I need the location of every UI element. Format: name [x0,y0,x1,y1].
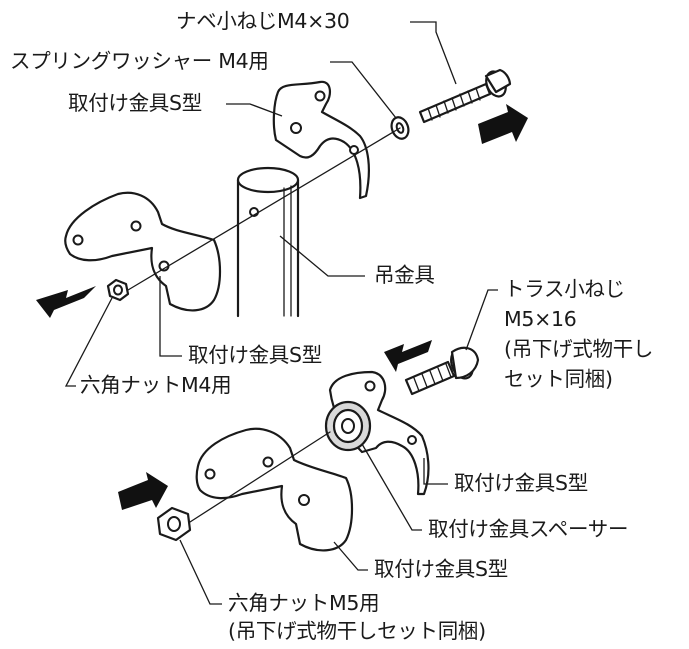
arrow-right-bottom [118,472,168,510]
arrow-left-top [36,286,96,318]
label-pan-screw-m4: ナベ小ねじM4×30 [176,9,350,33]
label-bracket-s-top-lower: 取付け金具S型 [188,343,322,367]
label-hex-nut-m5-2: (吊下げ式物干しセット同梱) [228,619,486,643]
pan-head-screw-m4 [418,68,512,124]
label-truss-screw-4: セット同梱) [504,367,613,391]
label-hex-nut-m5-1: 六角ナットM5用 [228,591,380,615]
label-bracket-s-bottom-lower: 取付け金具S型 [374,557,508,581]
bracket-spacer [324,400,372,452]
label-bracket-s-bottom-upper: 取付け金具S型 [454,471,588,495]
label-hanger-fitting: 吊金具 [374,263,435,287]
hex-nut-m5 [156,506,192,542]
label-truss-screw-1: トラス小ねじ [504,277,625,301]
label-hex-nut-m4: 六角ナットM4用 [80,373,232,397]
label-bracket-spacer: 取付け金具スペーサー [428,517,629,541]
label-truss-screw-2: M5×16 [504,307,577,331]
hex-nut-m4 [106,278,130,302]
truss-screw-m5 [404,346,480,396]
bracket-s-top-upper [272,80,370,200]
arrow-left-bottom [384,340,432,372]
label-bracket-s-top-upper: 取付け金具S型 [68,91,202,115]
arrow-right-top [478,104,528,144]
bracket-s-top-lower [64,191,222,312]
label-spring-washer-m4: スプリングワッシャー M4用 [10,49,269,73]
hanger-fitting-pole [236,166,300,318]
label-truss-screw-3: (吊下げ式物干し [504,337,654,361]
bracket-s-bottom-lower [195,427,354,552]
